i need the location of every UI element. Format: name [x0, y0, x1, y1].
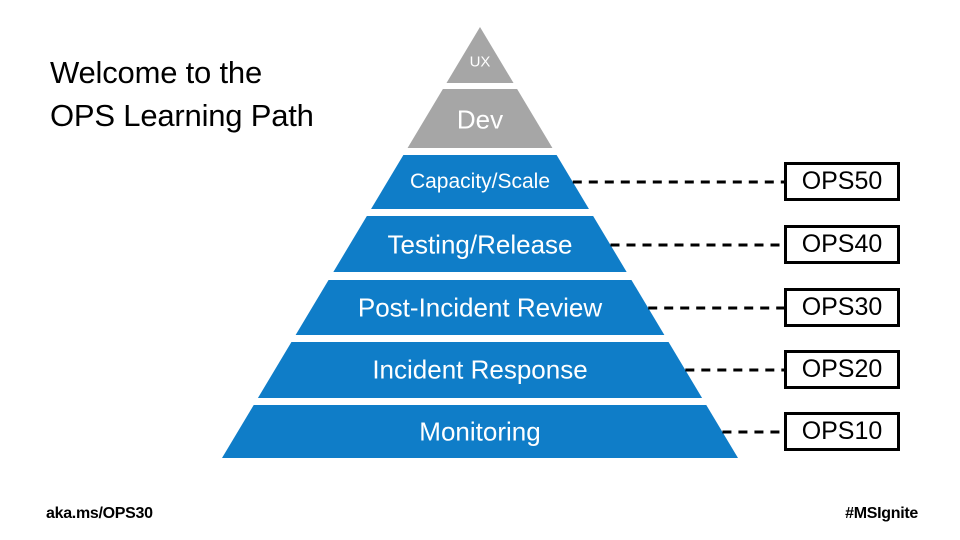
pyramid-tier-label-incident-response: Incident Response: [372, 354, 588, 385]
pyramid-tier-label-dev: Dev: [456, 104, 504, 135]
course-box-ops20[interactable]: OPS20: [784, 350, 900, 389]
course-box-ops30[interactable]: OPS30: [784, 288, 900, 327]
course-box-label: OPS50: [801, 167, 883, 195]
course-box-label: OPS10: [801, 417, 883, 445]
course-box-ops10[interactable]: OPS10: [784, 412, 900, 451]
page-title: Welcome to the OPS Learning Path: [50, 55, 314, 133]
footer-hashtag: #MSIgnite: [845, 505, 918, 522]
course-box-ops50[interactable]: OPS50: [784, 162, 900, 201]
pyramid-tier-label-testing-release: Testing/Release: [387, 229, 573, 260]
course-box-label: OPS30: [801, 293, 883, 321]
course-box-ops40[interactable]: OPS40: [784, 225, 900, 264]
pyramid-tier-label-post-incident-review: Post-Incident Review: [357, 292, 603, 323]
course-box-label: OPS40: [801, 230, 883, 258]
pyramid-tier-label-ux: UX: [469, 53, 491, 71]
pyramid-tier-label-capacity-scale: Capacity/Scale: [409, 170, 551, 193]
course-box-label: OPS20: [801, 355, 883, 383]
footer-link-aka-ms[interactable]: aka.ms/OPS30: [46, 505, 153, 522]
pyramid-tier-label-monitoring: Monitoring: [419, 416, 541, 447]
